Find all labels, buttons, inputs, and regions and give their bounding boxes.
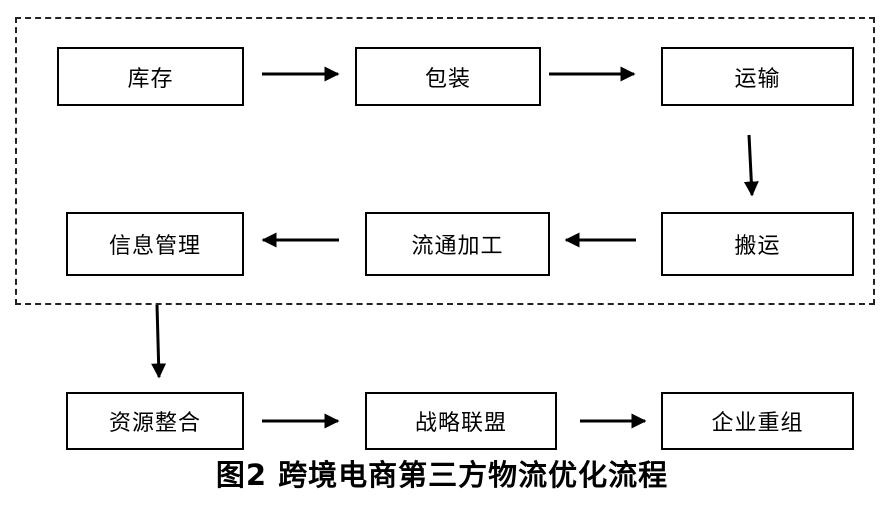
node-resource-integration: 资源整合 <box>66 392 244 450</box>
figure-caption: 图2 跨境电商第三方物流优化流程 <box>215 458 669 492</box>
arrow-info-to-resource <box>151 304 167 379</box>
node-transport: 运输 <box>661 47 854 106</box>
node-processing-label: 流通加工 <box>411 234 504 259</box>
node-strategic-alliance: 战略联盟 <box>365 392 557 450</box>
node-enterprise-restructuring: 企业重组 <box>661 392 854 450</box>
node-inventory-label: 库存 <box>127 66 174 92</box>
node-inventory: 库存 <box>57 47 244 106</box>
arrow-transport-to-handling <box>743 134 759 197</box>
node-info-management-label: 信息管理 <box>108 234 201 259</box>
node-processing: 流通加工 <box>365 212 550 276</box>
node-packaging: 包装 <box>355 47 541 106</box>
node-enterprise-restructuring-label: 企业重组 <box>711 411 804 436</box>
node-handling-label: 搬运 <box>734 234 781 259</box>
node-handling: 搬运 <box>661 212 854 276</box>
node-info-management: 信息管理 <box>66 212 244 276</box>
node-resource-integration-label: 资源整合 <box>108 411 201 436</box>
node-packaging-label: 包装 <box>424 66 471 92</box>
node-transport-label: 运输 <box>734 66 781 92</box>
node-strategic-alliance-label: 战略联盟 <box>414 411 507 436</box>
dashed-boundary <box>15 17 875 305</box>
